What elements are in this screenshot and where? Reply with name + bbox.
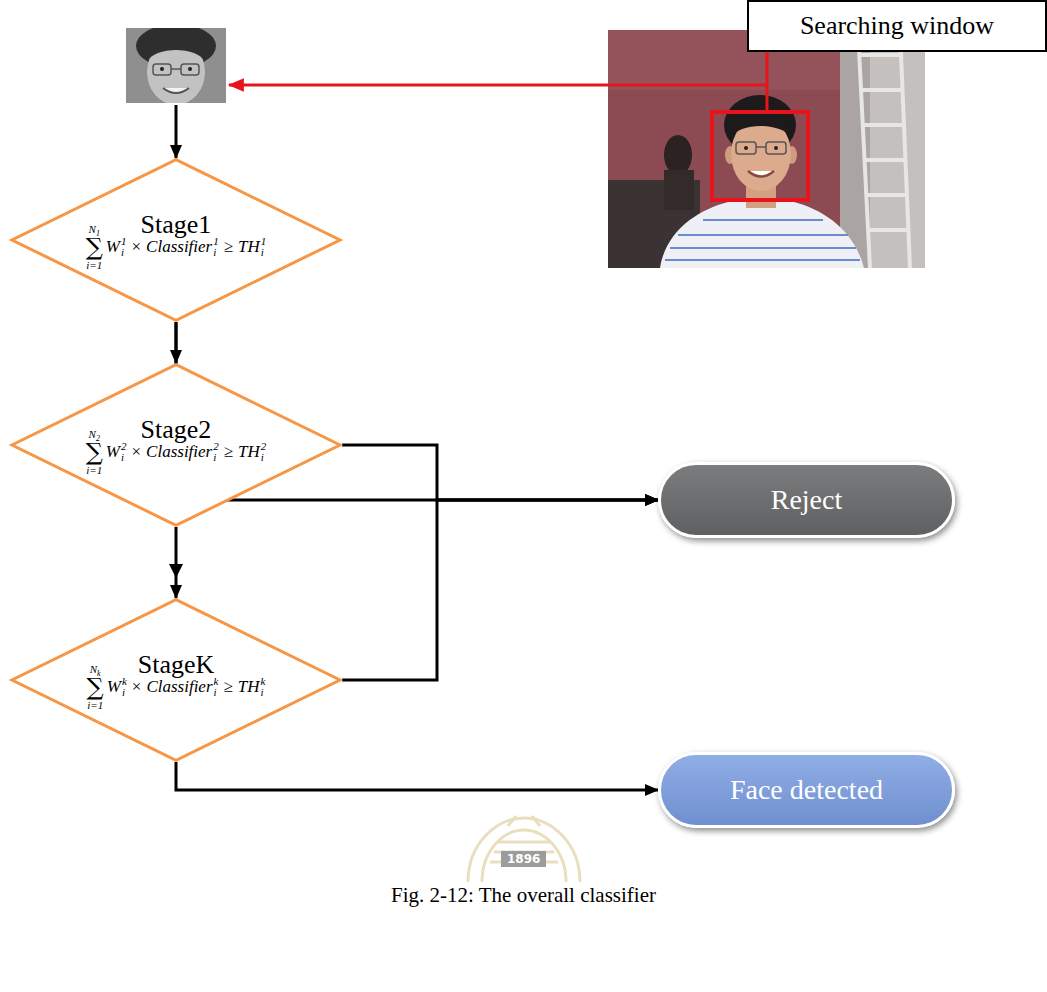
face-thumbnail: [126, 28, 226, 103]
index-scripts: 1i: [121, 236, 127, 258]
superscript: k: [214, 676, 219, 687]
photo-background: [608, 30, 925, 268]
decision-diamond: StageKNk∑i=1Wki×Classifierki≥THki: [10, 598, 342, 762]
index-scripts: 2i: [261, 441, 267, 463]
label-box: Searching window: [747, 0, 1047, 52]
terminal-label: Reject: [771, 484, 843, 516]
upper-limit: Nk: [90, 663, 101, 675]
search-window-frame: [712, 112, 808, 200]
upper-limit: N2: [89, 428, 100, 440]
crop-arrow: [229, 84, 767, 87]
formula-term: Classifier: [146, 442, 212, 462]
operator: ≥: [223, 677, 232, 697]
superscript: 1: [261, 236, 267, 247]
flow-arrow: [175, 527, 178, 598]
operator: ≥: [224, 442, 233, 462]
sigma-symbol: ∑: [86, 440, 103, 464]
terminal-label: Face detected: [730, 774, 883, 806]
subscript: i: [261, 452, 267, 463]
formula-term: W: [106, 237, 120, 257]
subscript: i: [261, 247, 267, 258]
flow-arrow: [342, 445, 658, 500]
superscript: 2: [261, 441, 267, 452]
ladder: [858, 30, 910, 268]
lower-limit: i=1: [87, 699, 103, 711]
formula-term: TH: [238, 237, 260, 257]
upper-limit: N1: [89, 223, 100, 235]
classifier-formula: N2∑i=1W2i×Classifier2i≥TH2i: [86, 428, 267, 476]
limit-variable: N: [89, 223, 96, 235]
subscript: i: [213, 452, 219, 463]
diamond-shape: [12, 600, 340, 761]
subscript: i: [121, 452, 127, 463]
summation: N2∑i=1: [86, 428, 103, 476]
decision-diamond: Stage2N2∑i=1W2i×Classifier2i≥TH2i: [10, 363, 342, 527]
stage-title: Stage2: [141, 415, 212, 444]
subscript: i: [121, 247, 127, 258]
superscript: 1: [121, 236, 127, 247]
thumbnail-face: [126, 28, 226, 103]
operator: ≥: [224, 237, 233, 257]
formula-term: W: [106, 442, 120, 462]
summation: N1∑i=1: [86, 223, 103, 271]
lower-limit: i=1: [86, 259, 102, 271]
limit-variable: N: [90, 663, 97, 675]
superscript: 2: [121, 441, 127, 452]
formula-term: Classifier: [146, 237, 212, 257]
classifier-formula: N1∑i=1W1i×Classifier1i≥TH1i: [86, 223, 267, 271]
stage-title: Stage1: [141, 210, 212, 239]
formula-term: TH: [238, 442, 260, 462]
superscript: 1: [213, 236, 219, 247]
limit-variable: N: [89, 428, 96, 440]
index-scripts: ki: [261, 676, 266, 698]
flow-arrow: [176, 762, 658, 790]
operator: ×: [132, 237, 142, 257]
person: [660, 95, 864, 268]
superscript: 2: [213, 441, 219, 452]
figure-caption-line: Fig. 2-12: The overall classifier: [0, 883, 1047, 908]
index-scripts: ki: [122, 676, 127, 698]
subscript: i: [122, 687, 127, 698]
formula-term: W: [107, 677, 121, 697]
diamond-shape: [12, 365, 340, 526]
figure-caption: Fig. 2-12: The overall classifier: [391, 883, 656, 907]
classifier-formula: Nk∑i=1Wki×Classifierki≥THki: [87, 663, 266, 711]
operator: ×: [132, 677, 142, 697]
index-scripts: 2i: [121, 441, 127, 463]
terminal-pill: Face detected: [658, 752, 955, 828]
lower-limit: i=1: [86, 464, 102, 476]
operator: ×: [132, 442, 142, 462]
decision-diamond: Stage1N1∑i=1W1i×Classifier1i≥TH1i: [10, 158, 342, 322]
index-scripts: 2i: [213, 441, 219, 463]
input-arrow: [175, 105, 178, 158]
sigma-symbol: ∑: [86, 235, 103, 259]
summation: Nk∑i=1: [87, 663, 104, 711]
subscript: i: [213, 247, 219, 258]
superscript: k: [122, 676, 127, 687]
formula-term: TH: [238, 677, 260, 697]
flow-arrow: [342, 500, 658, 680]
search-window-leader: [766, 52, 769, 112]
index-scripts: 1i: [261, 236, 267, 258]
box-label: Searching window: [800, 11, 994, 41]
diamond-shape: [12, 160, 340, 321]
index-scripts: 1i: [213, 236, 219, 258]
watermark-logo: [468, 816, 580, 882]
formula-term: Classifier: [146, 677, 212, 697]
subscript: i: [261, 687, 266, 698]
background-person: [664, 135, 694, 210]
subscript: i: [214, 687, 219, 698]
superscript: k: [261, 676, 266, 687]
watermark-year: 1896: [501, 851, 546, 867]
index-scripts: ki: [214, 676, 219, 698]
watermark-label-box: 1896: [501, 849, 546, 867]
university-watermark: [458, 812, 590, 888]
terminal-pill: Reject: [658, 462, 955, 538]
stage-title: StageK: [138, 650, 215, 679]
sigma-symbol: ∑: [87, 675, 104, 699]
